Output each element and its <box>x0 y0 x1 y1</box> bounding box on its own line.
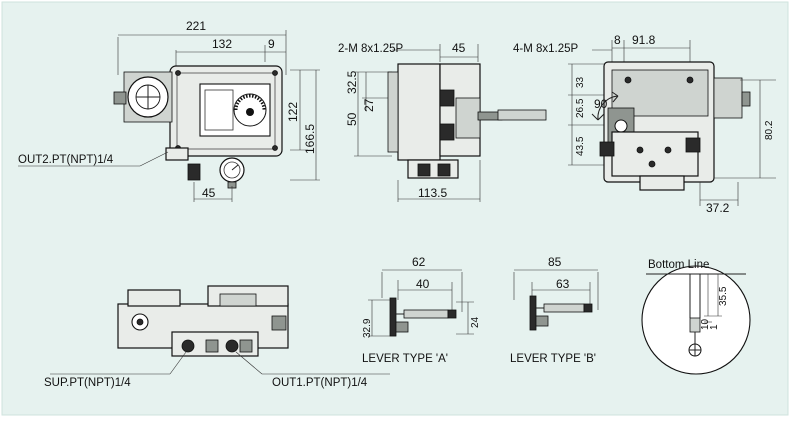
bottom-line-dim-35-5: 35.5 <box>718 286 729 306</box>
front-dim-height-overall: 166.5 <box>303 124 317 154</box>
side-dim-50: 50 <box>345 112 359 126</box>
lever-type-b: 85 63 LEVER TYPE 'B' <box>510 255 599 365</box>
bottom-line-dim-1: 1 <box>709 324 720 330</box>
front-dim-overall-width: 221 <box>186 19 206 33</box>
port-label-out1: OUT1.PT(NPT)1/4 <box>272 377 368 389</box>
rear-dim-43-5: 43.5 <box>575 136 586 156</box>
lever-b-dim-85: 85 <box>548 255 562 269</box>
rear-dim-26-5: 26.5 <box>575 98 586 118</box>
port-label-out2: OUT2.PT(NPT)1/4 <box>18 154 114 166</box>
lever-a-arm <box>389 297 397 337</box>
front-view: 221 132 9 122 166.5 45 OUT2.PT(NPT)1/4 <box>18 19 320 202</box>
feedback-shaft <box>497 109 547 121</box>
lever-a-dim-32-9: 32.9 <box>362 318 373 338</box>
front-dim-height-body: 122 <box>286 102 300 122</box>
lever-a-label: LEVER TYPE 'A' <box>362 353 448 365</box>
lever-a-dim-62: 62 <box>412 255 426 269</box>
rear-dim-37-2: 37.2 <box>706 201 730 215</box>
rear-view: 4-M 8x1.25P 8 91.8 33 26.5 43.5 90 80.2 … <box>513 33 776 215</box>
rear-dim-angle: 90 <box>594 97 608 111</box>
lever-a-dim-24: 24 <box>470 316 481 328</box>
bottom-view: SUP.PT(NPT)1/4 OUT1.PT(NPT)1/4 <box>44 285 390 389</box>
rear-dim-8: 8 <box>614 33 621 47</box>
rear-thread-label: 4-M 8x1.25P <box>513 43 579 55</box>
front-dim-offset: 9 <box>268 37 275 51</box>
port-fitting <box>187 163 201 181</box>
bottom-line-title: Bottom Line <box>648 259 709 271</box>
out1-port <box>225 339 239 353</box>
side-view: 2-M 8x1.25P 45 50 32.5 27 113.5 <box>338 41 547 202</box>
front-dim-gauge-pitch: 45 <box>202 186 216 200</box>
bottom-line-detail: Bottom Line 35.5 10 1 <box>641 259 751 375</box>
side-dim-32-5: 32.5 <box>345 70 359 94</box>
rear-dim-91-8: 91.8 <box>632 33 656 47</box>
lever-sweep-arc <box>597 95 619 121</box>
lever-type-a: 62 40 32.9 24 LEVER TYPE 'A' <box>362 255 481 365</box>
front-dim-body-width: 132 <box>212 37 232 51</box>
rear-dim-33: 33 <box>575 76 586 88</box>
side-dim-27: 27 <box>362 98 376 112</box>
port-label-sup: SUP.PT(NPT)1/4 <box>44 377 131 389</box>
sup-port <box>181 339 195 353</box>
lever-b-label: LEVER TYPE 'B' <box>510 353 596 365</box>
rear-dim-80-2: 80.2 <box>764 120 775 140</box>
side-dim-top: 45 <box>452 41 466 55</box>
lever-a-dim-40: 40 <box>416 277 430 291</box>
side-thread-label: 2-M 8x1.25P <box>338 43 404 55</box>
side-body <box>397 63 441 161</box>
lever-b-arm <box>529 295 537 331</box>
bottom-line-dim-10: 10 <box>700 318 711 330</box>
lever-b-dim-63: 63 <box>556 277 570 291</box>
side-dim-bottom: 113.5 <box>418 186 447 200</box>
rear-cylinder <box>713 77 743 119</box>
